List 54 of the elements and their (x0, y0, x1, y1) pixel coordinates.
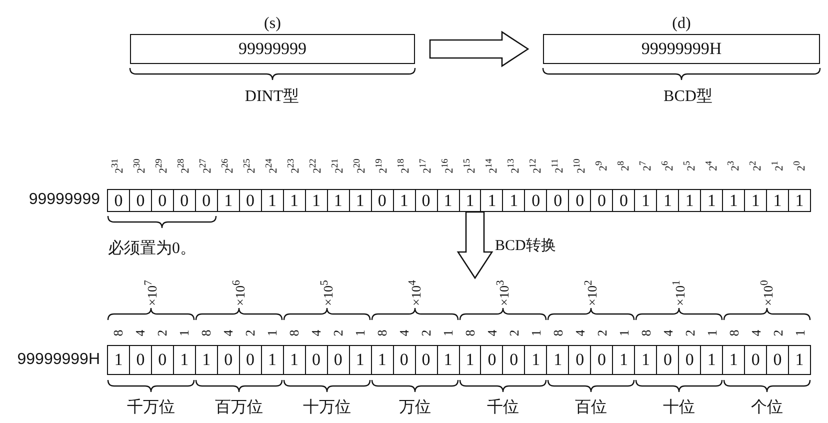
bit-weight: 2 (772, 330, 784, 336)
digit-place-label: 万位 (399, 399, 431, 417)
bit-weight: 8 (552, 330, 564, 336)
bit-weight: 4 (310, 330, 322, 336)
bit-weight: 4 (398, 330, 410, 336)
bit-weight: 1 (442, 330, 454, 336)
bit-register: 0 0 0 0 0 1 0 1 1 1 1 1 0 1 0 1 1 1 1 0 0 0 0 0 1 1 1 1 1 1 1 1 (107, 189, 811, 212)
bit-weight: 2 (596, 330, 608, 336)
bit-weight: 1 (530, 330, 542, 336)
operand-heading: (s) (263, 14, 282, 34)
digit-place-label: 百万位 (215, 399, 263, 417)
value-box: 99999999H (543, 34, 820, 64)
bit-weight: 1 (354, 330, 366, 336)
bit-weight: 2 (508, 330, 520, 336)
bit-weight: 4 (486, 330, 498, 336)
bit-weight: 2 (332, 330, 344, 336)
bit-weight: 8 (464, 330, 476, 336)
bit-weight: 8 (376, 330, 388, 336)
bit-weight: 2 (420, 330, 432, 336)
bit-weight: 1 (706, 330, 718, 336)
bit-weight: 8 (112, 330, 124, 336)
bit-weight: 1 (178, 330, 190, 336)
digit-place-label: 千位 (487, 399, 519, 417)
bit-register: 1 0 0 1 1 0 0 1 1 0 0 1 1 0 0 1 1 0 0 1 1 0 0 1 1 0 0 1 1 0 0 1 (107, 345, 811, 375)
bit-weight: 4 (222, 330, 234, 336)
operand-heading: (d) (671, 14, 692, 34)
bit-weight: 8 (200, 330, 212, 336)
bit-weight: 4 (662, 330, 674, 336)
bit-weight: 2 (244, 330, 256, 336)
bit-weight: 1 (618, 330, 630, 336)
type-label: DINT型 (244, 88, 300, 106)
type-label: BCD型 (664, 88, 712, 106)
bit-weight: 4 (750, 330, 762, 336)
bit-weight: 1 (266, 330, 278, 336)
note-text: 必须置为0。 (108, 240, 196, 258)
digit-place-label: 百位 (575, 399, 607, 417)
row-label: 99999999H (17, 351, 100, 369)
bit-weight: 1 (794, 330, 806, 336)
bit-weight: 4 (134, 330, 146, 336)
block-arrow (456, 211, 494, 280)
digit-place-label: 十位 (663, 399, 695, 417)
bit-weight: 8 (640, 330, 652, 336)
digit-place-label: 个位 (751, 399, 783, 417)
row-label: 99999999 (28, 191, 100, 209)
value-box: 99999999 (130, 34, 415, 64)
digit-place-label: 千万位 (127, 399, 175, 417)
bit-weight: 8 (728, 330, 740, 336)
block-arrow (429, 30, 530, 68)
bit-weight: 2 (684, 330, 696, 336)
bit-weight: 2 (156, 330, 168, 336)
edge-label: BCD转换 (495, 238, 556, 254)
bit-weight: 4 (574, 330, 586, 336)
bit-weight: 8 (288, 330, 300, 336)
digit-place-label: 十万位 (303, 399, 351, 417)
